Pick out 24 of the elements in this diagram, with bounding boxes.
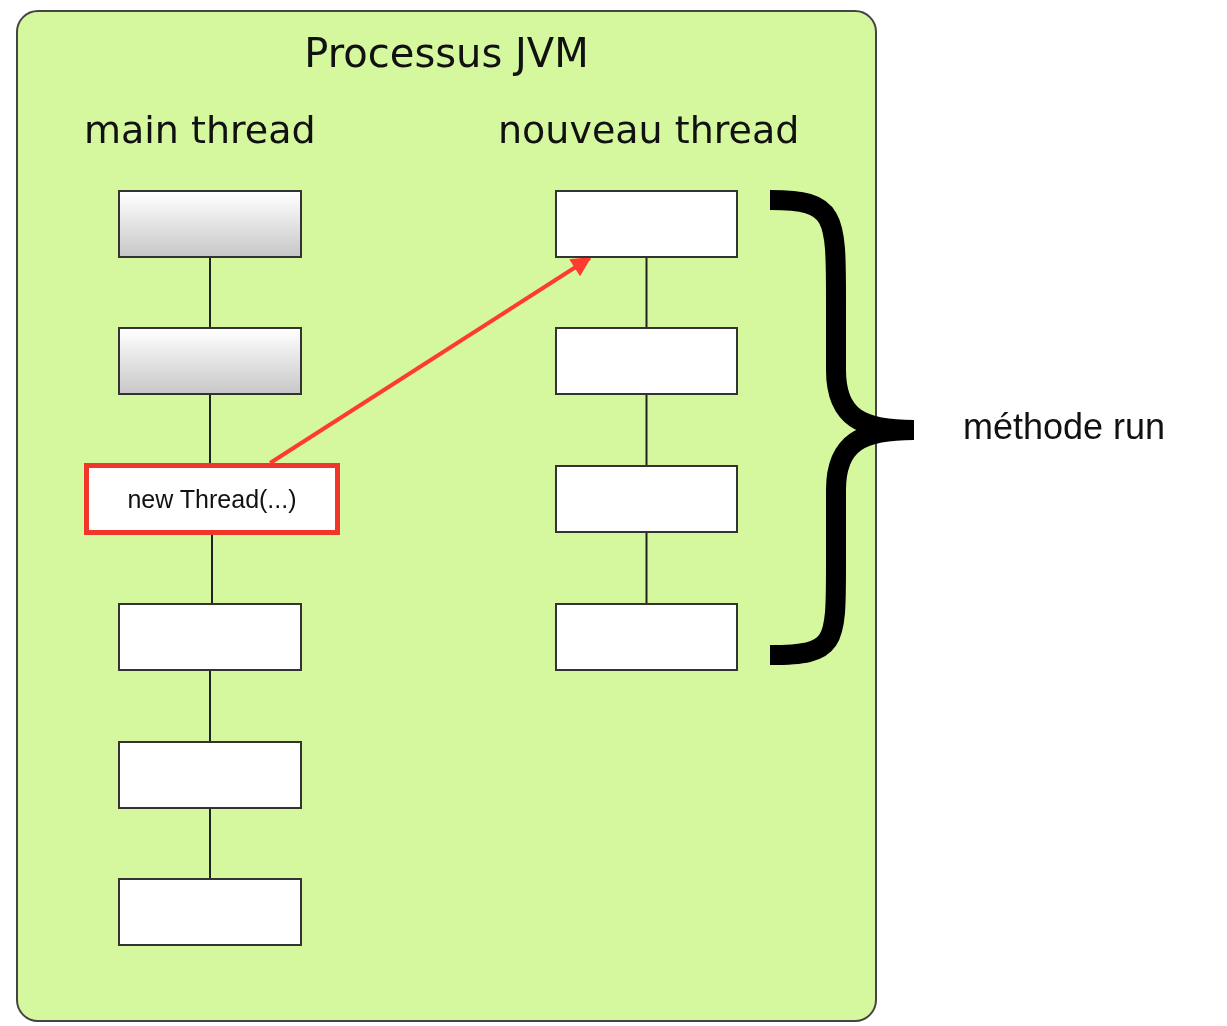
column-heading: nouveau thread	[498, 108, 800, 152]
empty-box	[555, 603, 738, 671]
empty-box	[118, 741, 302, 809]
side-label: méthode run	[963, 406, 1166, 448]
empty-box	[555, 190, 738, 258]
empty-box	[118, 603, 302, 671]
connector-line	[209, 808, 211, 879]
shaded-box	[118, 190, 302, 258]
shaded-box	[118, 327, 302, 395]
connector-line	[645, 394, 648, 466]
connector-line	[211, 534, 213, 604]
empty-box	[555, 327, 738, 395]
column-heading: main thread	[84, 108, 316, 152]
connector-line	[209, 394, 211, 464]
connector-line	[209, 670, 211, 742]
connector-line	[645, 257, 648, 328]
container-title: Processus JVM	[304, 30, 589, 76]
connector-line	[645, 532, 648, 604]
process-container	[16, 10, 877, 1022]
highlighted-box: new Thread(...)	[84, 463, 340, 535]
empty-box	[118, 878, 302, 946]
arrow	[269, 256, 592, 465]
connector-line	[209, 257, 211, 328]
empty-box	[555, 465, 738, 533]
